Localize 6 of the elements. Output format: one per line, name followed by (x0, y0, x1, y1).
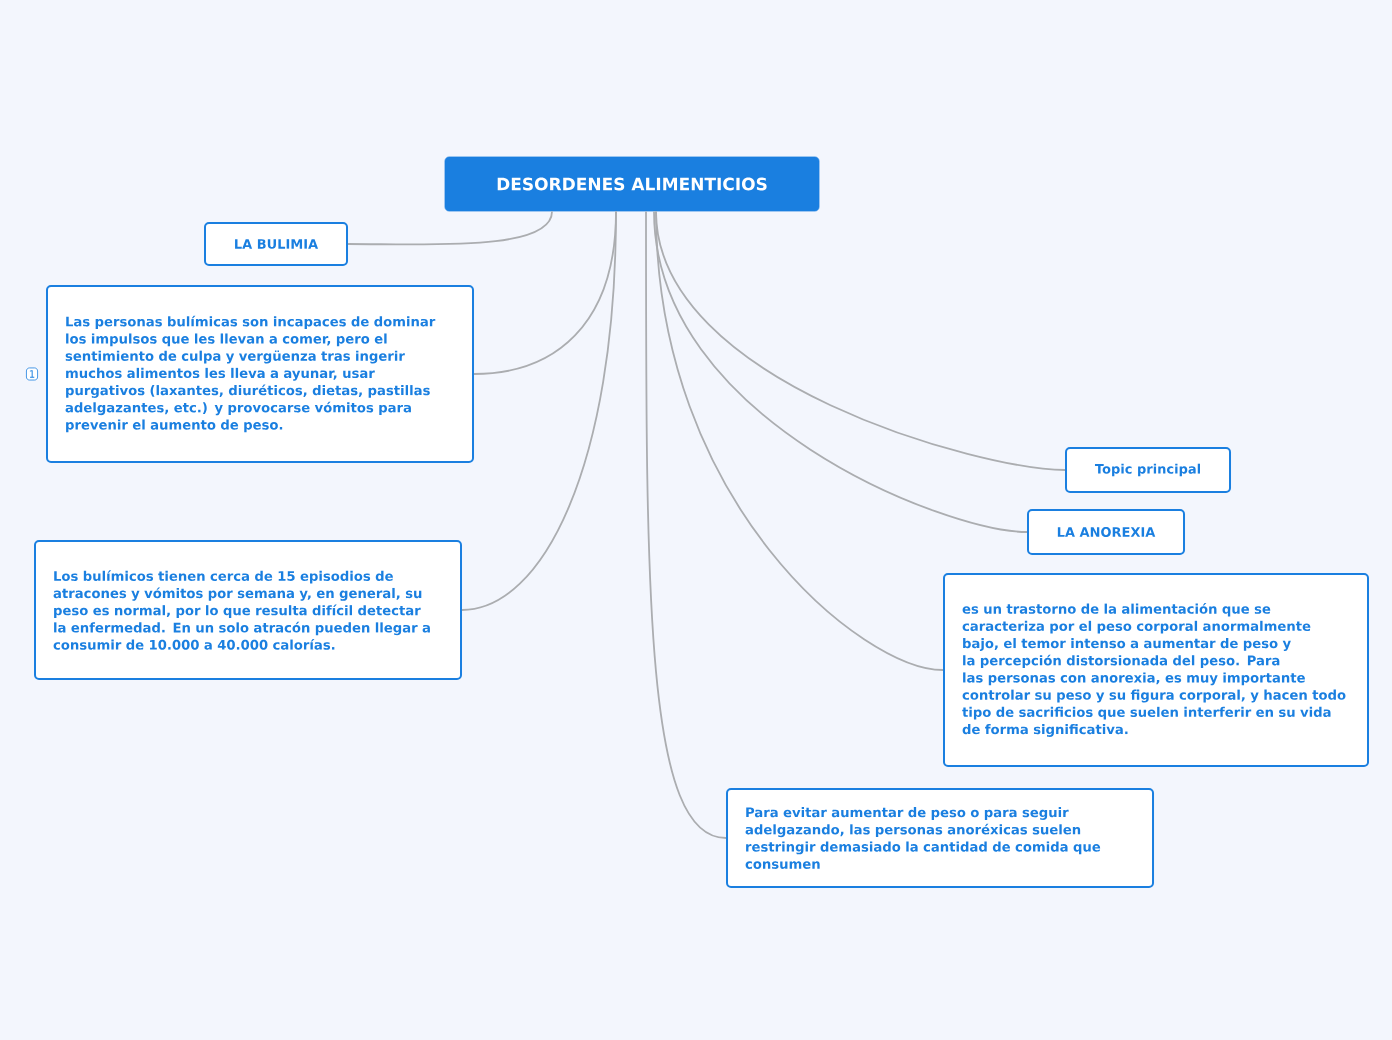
connector (461, 210, 617, 611)
connector (653, 210, 1028, 533)
connector (645, 210, 727, 839)
central-topic-box: DESORDENES ALIMENTICIOS (444, 156, 820, 212)
connector (347, 210, 553, 246)
connector (655, 210, 944, 671)
